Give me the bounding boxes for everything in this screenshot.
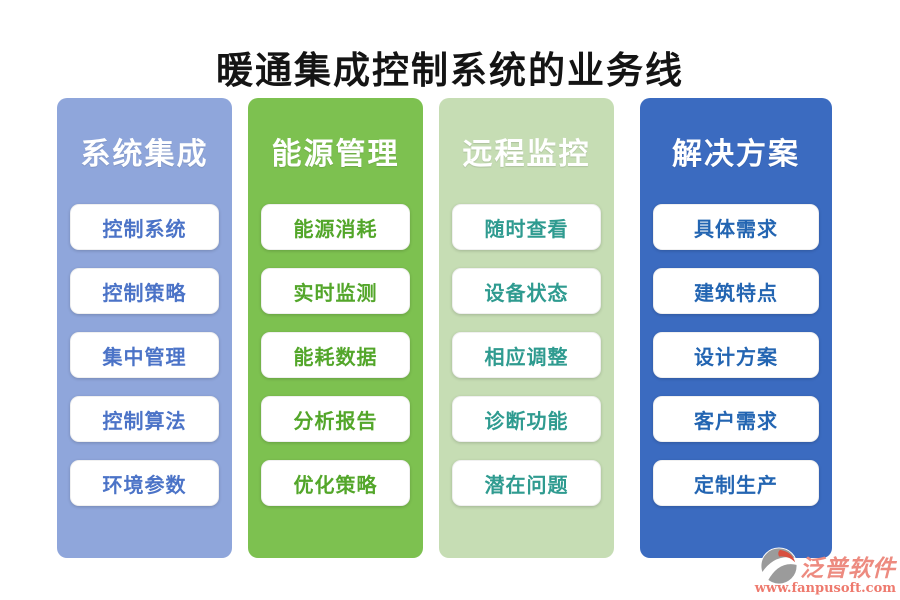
watermark-url: www.fanpusoft.com [754, 581, 896, 596]
column-1: 系统集成 控制系统 控制策略 集中管理 控制算法 环境参数 [57, 98, 232, 558]
watermark-brand: 泛普软件 [800, 555, 896, 582]
column-4: 解决方案 具体需求 建筑特点 设计方案 客户需求 定制生产 [640, 98, 832, 558]
column-4-item-3: 设计方案 [653, 332, 819, 378]
column-2-item-3: 能耗数据 [261, 332, 410, 378]
column-4-header: 解决方案 [672, 137, 800, 172]
column-2-item-5: 优化策略 [261, 460, 410, 506]
column-1-item-4: 控制算法 [70, 396, 219, 442]
columns-container: 系统集成 控制系统 控制策略 集中管理 控制算法 环境参数 能源管理 能源消耗 … [57, 98, 832, 558]
page-title: 暖通集成控制系统的业务线 [216, 48, 684, 92]
column-4-item-1: 具体需求 [653, 204, 819, 250]
fanpu-logo-icon [760, 547, 798, 585]
column-3-item-5: 潜在问题 [452, 460, 601, 506]
column-2-item-1: 能源消耗 [261, 204, 410, 250]
watermark-brand-row: 泛普软件 [746, 547, 896, 585]
column-4-item-5: 定制生产 [653, 460, 819, 506]
column-1-item-5: 环境参数 [70, 460, 219, 506]
column-2-item-2: 实时监测 [261, 268, 410, 314]
column-1-item-2: 控制策略 [70, 268, 219, 314]
column-3-header: 远程监控 [462, 137, 591, 172]
column-4-item-2: 建筑特点 [653, 268, 819, 314]
column-4-item-4: 客户需求 [653, 396, 819, 442]
column-2-item-4: 分析报告 [261, 396, 410, 442]
column-2: 能源管理 能源消耗 实时监测 能耗数据 分析报告 优化策略 [248, 98, 423, 558]
column-3-item-4: 诊断功能 [452, 396, 601, 442]
column-3-item-1: 随时查看 [452, 204, 601, 250]
column-2-header: 能源管理 [271, 137, 400, 172]
column-1-item-3: 集中管理 [70, 332, 219, 378]
watermark: 泛普软件 www.fanpusoft.com [746, 547, 896, 596]
column-1-item-1: 控制系统 [70, 204, 219, 250]
column-3: 远程监控 随时查看 设备状态 相应调整 诊断功能 潜在问题 [439, 98, 614, 558]
column-3-item-2: 设备状态 [452, 268, 601, 314]
column-3-item-3: 相应调整 [452, 332, 601, 378]
column-1-header: 系统集成 [80, 137, 209, 172]
